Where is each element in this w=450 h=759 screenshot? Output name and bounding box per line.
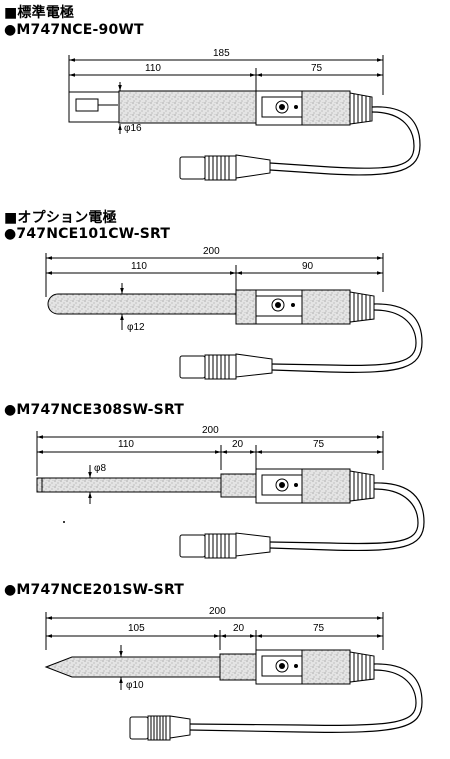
dim-total-2: 200 xyxy=(203,246,220,257)
dim-diameter-4: φ10 xyxy=(126,680,144,691)
electrode-drawing-1 xyxy=(68,55,421,181)
model-name-2: ●747NCE101CW-SRT xyxy=(4,226,171,242)
section-heading-standard: ■標準電極 xyxy=(4,5,75,21)
dim-diameter-1: φ16 xyxy=(124,123,142,134)
dim-left-2: 110 xyxy=(131,261,147,272)
dim-total-4: 200 xyxy=(209,606,226,617)
dim-mid-4: 20 xyxy=(233,623,245,634)
dim-total-3: 200 xyxy=(202,425,219,436)
dim-diameter-2: φ12 xyxy=(127,322,145,333)
model-name-3: ●M747NCE308SW-SRT xyxy=(4,402,185,418)
model-name-4: ●M747NCE201SW-SRT xyxy=(4,582,185,598)
electrode-drawing-2 xyxy=(45,253,423,380)
model-name-1: ●M747NCE-90WT xyxy=(4,22,144,38)
dim-right-4: 75 xyxy=(313,623,325,634)
dim-left-4: 105 xyxy=(128,623,145,634)
dim-left-1: 110 xyxy=(145,63,161,74)
electrode-drawing-4 xyxy=(44,612,423,741)
dim-right-1: 75 xyxy=(311,63,323,74)
dim-right-2: 90 xyxy=(302,261,314,272)
dim-mid-3: 20 xyxy=(232,439,244,450)
electrode-drawing-3 xyxy=(36,431,425,559)
dim-total-1: 185 xyxy=(213,48,230,59)
dim-right-3: 75 xyxy=(313,439,325,450)
dim-left-3: 110 xyxy=(118,439,134,450)
section-heading-optional: ■オプション電極 xyxy=(4,210,117,226)
dim-diameter-3: φ8 xyxy=(94,463,107,474)
